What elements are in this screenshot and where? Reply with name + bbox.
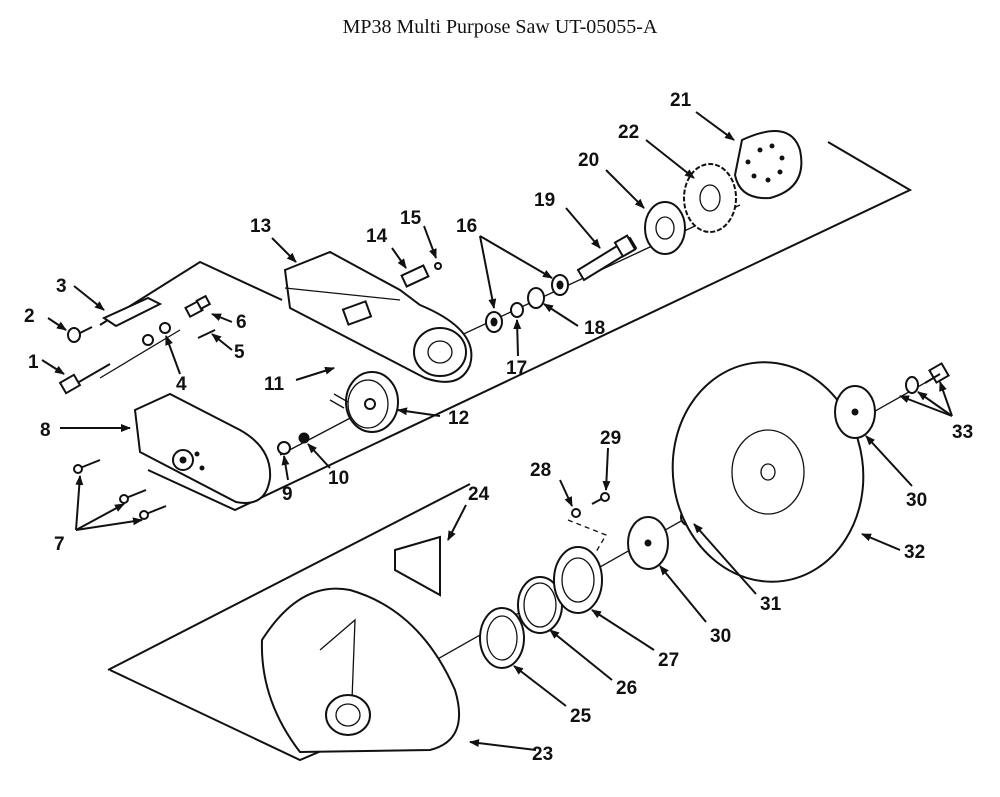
callout-10: 10 <box>328 468 349 489</box>
assembly-hint-dashed <box>567 519 607 553</box>
callout-30-inner: 30 <box>710 626 731 647</box>
part-28-washer <box>571 508 581 518</box>
part-25-flange-ring <box>479 607 525 669</box>
callout-14: 14 <box>366 226 388 247</box>
part-1-bolt <box>58 363 111 395</box>
callout-30-outer: 30 <box>906 490 927 511</box>
part-29-screw <box>591 492 610 505</box>
part-9-nut <box>277 441 291 455</box>
callout-3: 3 <box>56 276 67 297</box>
callout-4: 4 <box>176 374 187 395</box>
part-18-ring <box>527 287 545 309</box>
callout-24: 24 <box>468 484 490 505</box>
part-24-insert <box>394 535 441 597</box>
callout-5: 5 <box>234 342 245 363</box>
callout-8: 8 <box>40 420 51 441</box>
part-27-seal <box>553 546 603 614</box>
callout-12: 12 <box>448 408 469 429</box>
callout-7: 7 <box>54 534 65 555</box>
part-30-flange-inner <box>627 516 669 570</box>
part-33-bolt-kit <box>905 362 950 394</box>
callout-19: 19 <box>534 190 555 211</box>
part-13-arm <box>283 250 473 383</box>
part-17-spacer <box>510 302 524 318</box>
callout-32: 32 <box>904 542 925 563</box>
callout-leaders <box>41 111 953 751</box>
callout-23: 23 <box>532 744 553 765</box>
part-7-screws <box>73 459 167 520</box>
callout-16: 16 <box>456 216 477 237</box>
callout-25: 25 <box>570 706 592 727</box>
part-20-flange <box>644 201 686 255</box>
part-10-washer <box>298 432 310 444</box>
part-15-pin <box>434 262 442 270</box>
callout-26: 26 <box>616 678 637 699</box>
callout-33: 33 <box>952 422 973 443</box>
callout-29: 29 <box>600 428 621 449</box>
part-4-washer <box>159 322 171 334</box>
callout-15: 15 <box>400 208 422 229</box>
part-32-blade <box>671 361 865 583</box>
part-5-pin <box>197 329 216 339</box>
part-14-spacer <box>400 264 430 288</box>
callout-31: 31 <box>760 594 782 615</box>
part-2-screw <box>67 326 93 343</box>
callout-2: 2 <box>24 306 35 327</box>
callout-18: 18 <box>584 318 605 339</box>
part-16-bearings <box>485 274 569 333</box>
callout-21: 21 <box>670 90 692 111</box>
callout-13: 13 <box>250 216 271 237</box>
part-23-blade-guard <box>260 587 461 754</box>
callout-27: 27 <box>658 650 679 671</box>
part-11-belt <box>329 393 349 409</box>
part-4-nut <box>142 334 154 346</box>
part-30-flange-outer <box>834 385 876 439</box>
callout-22: 22 <box>618 122 639 143</box>
callout-6: 6 <box>236 312 247 333</box>
part-3-plate <box>101 296 163 328</box>
part-8-belt-guard <box>133 392 272 504</box>
diagram-title: MP38 Multi Purpose Saw UT-05055-A <box>342 16 658 38</box>
callout-28: 28 <box>530 460 551 481</box>
part-12-pulley <box>345 371 399 433</box>
part-22-sprocket <box>683 163 737 233</box>
callout-20: 20 <box>578 150 599 171</box>
part-19-shaft <box>576 234 638 282</box>
callout-9: 9 <box>282 484 293 505</box>
callout-1: 1 <box>28 352 39 373</box>
part-6-stud <box>184 294 212 319</box>
callout-11: 11 <box>264 374 285 395</box>
callout-numbers: 1 2 3 4 5 6 7 8 9 10 11 12 13 14 15 16 1… <box>24 90 973 765</box>
callout-17: 17 <box>506 358 527 379</box>
part-21-guard-plate <box>733 130 803 200</box>
